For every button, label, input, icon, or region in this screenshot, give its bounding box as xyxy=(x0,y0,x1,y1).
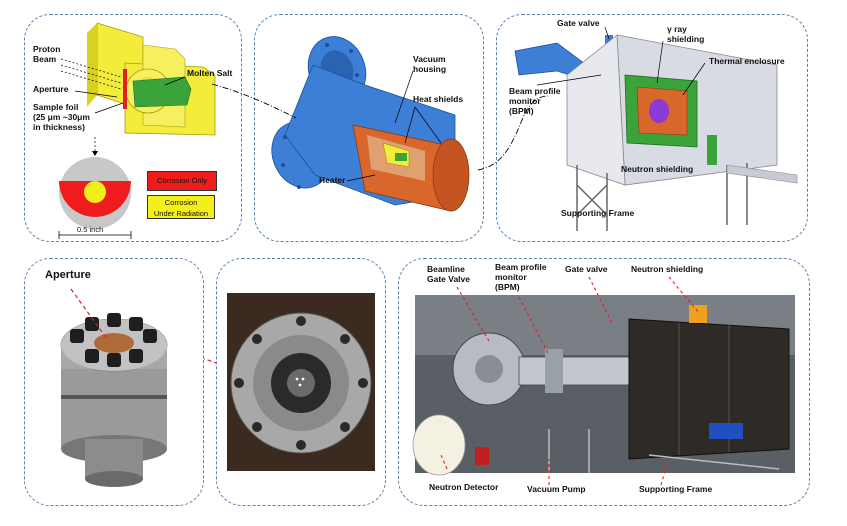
label-molten-salt: Molten Salt xyxy=(187,68,233,78)
vacuum-housing-drawing xyxy=(271,36,470,212)
label-thermal-enclosure: Thermal enclosure xyxy=(709,56,785,66)
legend-corrosion-radiation: Corrosion Under Radiation xyxy=(147,195,215,219)
panel-flange-photo xyxy=(216,258,386,506)
label-supporting-frame-photo: Supporting Frame xyxy=(639,484,713,494)
label-heater: Heater xyxy=(319,175,346,185)
label-vacuum-housing: Vacuum housing xyxy=(413,54,447,74)
label-gamma-shielding: γ ray shielding xyxy=(667,24,705,44)
beamline-model-drawing xyxy=(514,26,798,231)
panel-beamline-model: Gate valve γ ray shielding Thermal enclo… xyxy=(496,14,808,242)
label-gate-valve-photo: Gate valve xyxy=(565,264,608,274)
label-proton-beam: Proton Beam xyxy=(33,44,61,64)
panel-sample-assembly: Proton Beam Aperture Molten Salt Sample … xyxy=(24,14,242,242)
label-neutron-shielding: Neutron shielding xyxy=(621,164,694,174)
label-bpm-photo: Beam profile monitor (BPM) xyxy=(495,262,547,292)
panel-vacuum-housing: Vacuum housing Heat shields Heater xyxy=(254,14,484,242)
label-sample-foil: Sample foil (25 μm ~30μm in thickness) xyxy=(33,102,90,132)
panel-setup-photo: Beamline Gate Valve Beam profile monitor… xyxy=(398,258,810,506)
label-neutron-shielding-photo: Neutron shielding xyxy=(631,264,704,274)
label-gate-valve: Gate valve xyxy=(557,18,600,28)
panel-aperture-photo: Aperture xyxy=(24,258,204,506)
label-neutron-detector: Neutron Detector xyxy=(429,482,499,492)
label-bpm: Beam profile monitor (BPM) xyxy=(509,86,561,116)
scale-label: 0.5 inch xyxy=(77,225,104,234)
label-beamline-gate-valve: Beamline Gate Valve xyxy=(427,264,471,284)
sample-assembly-drawing xyxy=(58,22,216,239)
setup-photo xyxy=(412,276,795,486)
label-supporting-frame: Supporting Frame xyxy=(561,208,635,218)
flange-photo xyxy=(227,293,375,471)
aperture-photo xyxy=(25,259,203,505)
label-aperture-photo: Aperture xyxy=(45,269,91,281)
label-vacuum-pump: Vacuum Pump xyxy=(527,484,586,494)
legend-corrosion-only: Corrosion Only xyxy=(147,171,217,191)
label-heat-shields: Heat shields xyxy=(413,94,464,104)
label-aperture: Aperture xyxy=(33,84,69,94)
